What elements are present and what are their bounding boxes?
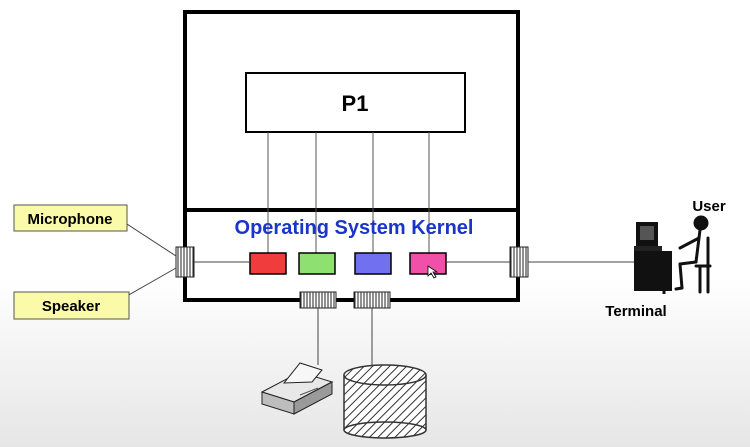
device-wires xyxy=(126,223,636,365)
disk-port xyxy=(353,291,391,309)
user-icon xyxy=(674,215,712,294)
buffer-red xyxy=(249,252,287,275)
printer-icon xyxy=(260,362,334,415)
buffer-blue xyxy=(354,252,392,275)
speaker-label: Speaker xyxy=(42,298,101,315)
process-box xyxy=(245,72,466,133)
process-connectors xyxy=(267,132,430,253)
user-label: User xyxy=(692,198,726,215)
microphone-label: Microphone xyxy=(28,211,113,228)
cursor-icon xyxy=(427,265,439,279)
kernel-label: Operating System Kernel xyxy=(235,217,474,239)
right-port xyxy=(509,246,529,278)
process-label: P1 xyxy=(342,91,369,116)
system-box xyxy=(183,10,520,302)
printer-port xyxy=(299,291,337,309)
terminal-label: Terminal xyxy=(605,303,666,320)
disk-icon xyxy=(343,364,427,439)
microphone-box xyxy=(13,204,128,232)
buffer-green xyxy=(298,252,336,275)
terminal-icon xyxy=(634,222,672,294)
left-port xyxy=(175,246,195,278)
speaker-box xyxy=(13,291,130,320)
